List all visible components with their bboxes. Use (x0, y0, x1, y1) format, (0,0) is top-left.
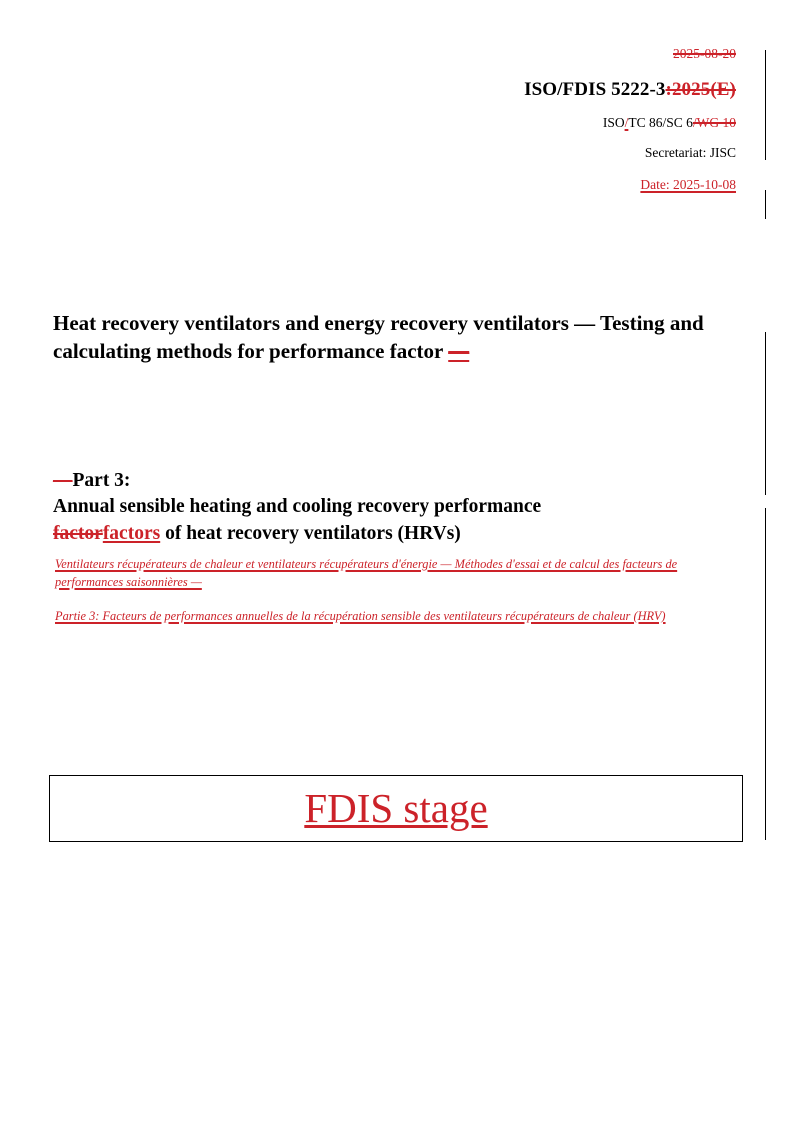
part-leading-dash-deleted: — (53, 470, 73, 491)
change-bar-4 (765, 508, 766, 840)
change-bar-1 (765, 50, 766, 160)
title-trailing-dash-deleted: — (448, 338, 470, 363)
header-secretariat-line: Secretariat: JISC (644, 145, 736, 161)
factor-singular-deleted: factor (53, 522, 103, 544)
new-date-inserted: Date: 2025-10-08 (640, 177, 736, 193)
committee-organization: ISO (602, 115, 625, 131)
part-title-line-a: Annual sensible heating and cooling reco… (53, 496, 542, 518)
page-title: Heat recovery ventilators and energy rec… (53, 310, 743, 366)
stage-box: FDIS stage (49, 775, 743, 842)
document-header: 2025-08-20 ISO/FDIS 5222-3:2025(E) ISO/T… (60, 44, 736, 196)
part-label: Part 3: (72, 470, 131, 491)
stage-label: FDIS stage (304, 785, 488, 831)
committee-body: TC 86/SC 6 (628, 115, 693, 131)
header-old-date-line: 2025-08-20 (60, 44, 736, 65)
part-number-line: —Part 3: (53, 468, 743, 494)
part-section: —Part 3: Annual sensible heating and coo… (53, 468, 743, 547)
factors-plural-inserted: factors (102, 522, 161, 544)
document-number-base: ISO/FDIS 5222-3 (524, 78, 666, 100)
part-title-line-b: factorfactors of heat recovery ventilato… (53, 521, 743, 547)
french-title-text-two: Partie 3: Facteurs de performances annue… (55, 609, 666, 623)
change-bar-3 (765, 332, 766, 495)
french-title-paragraph-two: Partie 3: Facteurs de performances annue… (55, 608, 730, 626)
old-date-deleted: 2025-08-20 (673, 46, 736, 61)
header-committee-line: ISO/TC 86/SC 6/WG 10 (60, 113, 736, 134)
title-line-one: Heat recovery ventilators and energy rec… (53, 311, 665, 335)
title-line-two: and calculating methods for performance … (53, 311, 704, 363)
french-title-paragraph-one: Ventilateurs récupérateurs de chaleur et… (55, 556, 730, 592)
part-title-tail: of heat recovery ventilators (HRVs) (160, 522, 461, 544)
header-document-number-line: ISO/FDIS 5222-3:2025(E) (60, 75, 736, 104)
committee-workgroup-deleted: /WG 10 (692, 115, 736, 131)
committee-slash-inserted: / (624, 115, 629, 131)
french-title-text-one: Ventilateurs récupérateurs de chaleur et… (55, 557, 678, 589)
document-number-suffix-deleted: :2025(E) (665, 78, 736, 100)
change-bar-2 (765, 190, 766, 219)
header-new-date-line: Date: 2025-10-08 (60, 175, 736, 196)
